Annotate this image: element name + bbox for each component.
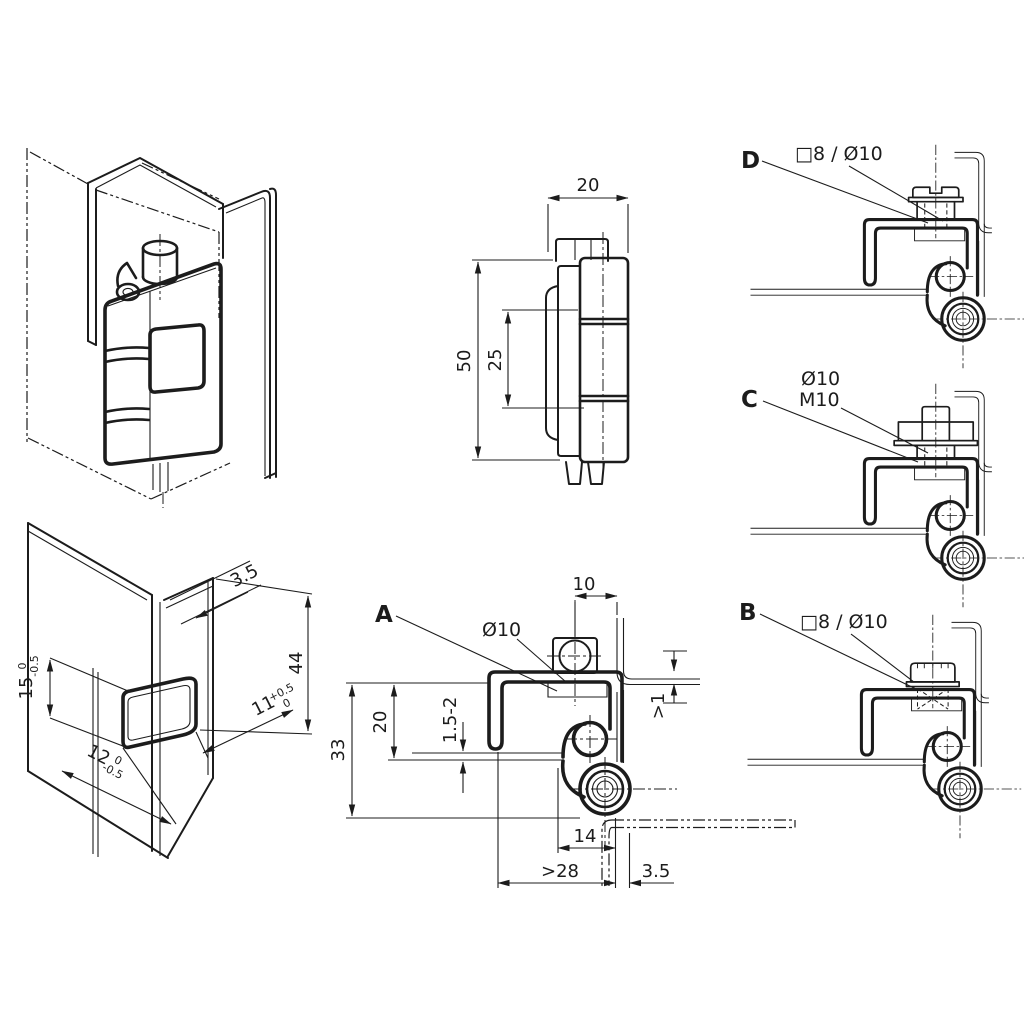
view-side-elevation: 20 50 25 — [454, 175, 630, 485]
dim-clearance: >1 — [648, 693, 669, 720]
view-cutout-isometric: 3.5 44 15 0 -0.5 11 +0.5 0 12 0 -0.5 — [16, 522, 313, 859]
dim-pitch-25: 25 — [485, 349, 506, 372]
callout-c-thread: M10 — [799, 389, 840, 411]
rivet-head — [909, 662, 956, 683]
dim-sheet-thickness: 1.5-2 — [440, 697, 461, 744]
section-label-c: C — [741, 387, 758, 413]
dim-curl-width: 14 — [574, 826, 597, 847]
pin-diameter-callout: Ø10 — [482, 619, 521, 641]
slotted-screw-head — [911, 186, 960, 199]
dim-height-44: 44 — [286, 652, 307, 675]
dim-notch-height-tol-upper: 0 — [16, 663, 29, 670]
callout-c-diameter: Ø10 — [801, 368, 840, 390]
dim-notch-height-tol-lower: -0.5 — [28, 655, 41, 676]
dim-notch-depth-tol-lower: -0.5 — [100, 761, 125, 782]
dim-overall-height: 33 — [328, 739, 349, 762]
rivet-eye — [115, 282, 141, 302]
dim-notch-height: 15 — [16, 677, 37, 700]
dim-height-50: 50 — [454, 350, 475, 373]
hinge-cutout — [148, 323, 206, 394]
dim-min-depth: >28 — [541, 861, 579, 882]
section-label-d: D — [741, 148, 760, 174]
dim-pin-offset: 10 — [573, 574, 596, 595]
dim-notch-width-tol-lower: 0 — [281, 696, 293, 711]
hinge-leaf-profile — [578, 256, 630, 464]
dim-leaf-height: 20 — [370, 711, 391, 734]
dim-frame-offset: 3.5 — [642, 861, 671, 882]
dim-width-20: 20 — [577, 175, 600, 196]
section-label-b: B — [739, 600, 757, 626]
view-d: D □8 / Ø10 — [741, 143, 1024, 370]
hinge-body — [103, 261, 223, 466]
sheet-notch — [121, 676, 198, 750]
section-label-a: A — [375, 602, 393, 628]
callout-b: □8 / Ø10 — [800, 611, 888, 633]
view-section-a: A Ø10 10 >1 20 33 1.5-2 14 — [328, 574, 796, 888]
view-c: C Ø10 M10 — [741, 368, 1024, 609]
view-b: B □8 / Ø10 — [739, 600, 1023, 840]
view-installed-isometric — [26, 148, 277, 508]
callout-d: □8 / Ø10 — [795, 143, 883, 165]
